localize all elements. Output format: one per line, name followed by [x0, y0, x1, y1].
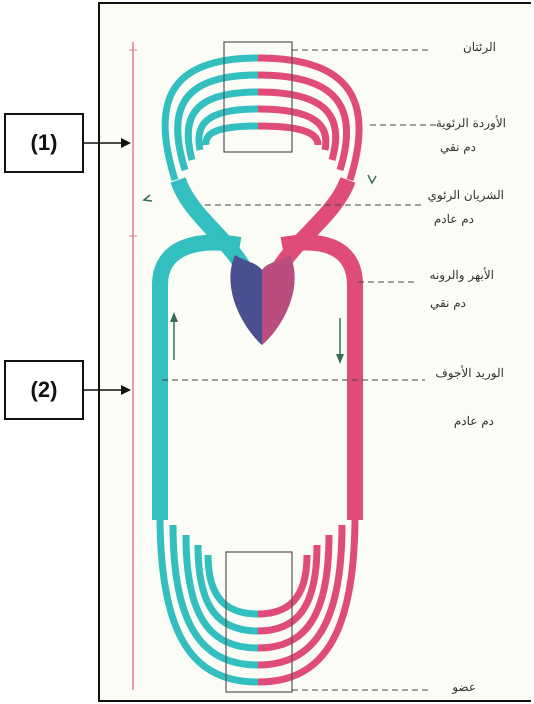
pulmonary-loop-pink — [258, 126, 318, 145]
label-aorta-blood: دم نقي — [430, 296, 466, 310]
label-pulmonary-veins-blood: دم نقي — [440, 140, 476, 154]
flow-arrow-lung-left — [144, 195, 152, 201]
label-organ: عضو — [452, 680, 476, 694]
label-vena-cava-blood: دم عادم — [454, 414, 494, 428]
label-vena-cava: الوريد الأجوف — [435, 366, 504, 380]
callout-2-arrowhead — [121, 385, 131, 395]
label-pulmonary-artery: الشريان الرئوي — [428, 188, 504, 202]
organ-box — [226, 552, 292, 692]
heart-right-half — [262, 255, 295, 345]
vena-cava-loop — [160, 243, 240, 520]
label-pulmonary-veins: الأوردة الرئوية — [436, 116, 506, 130]
callout-1-arrowhead — [121, 138, 131, 148]
pulmonary-loop-cyan — [206, 126, 258, 145]
callout-2-box: (2) — [4, 360, 84, 420]
label-aorta: الأبهر والرونه — [430, 268, 494, 282]
pulmonary-loops — [165, 58, 359, 180]
organ-loops — [160, 515, 355, 682]
flow-arrow-down-head — [336, 354, 344, 364]
label-pulmonary-artery-blood: دم عادم — [434, 212, 474, 226]
label-lungs: الرئتان — [463, 40, 496, 54]
callout-1-box: (1) — [4, 113, 84, 173]
flow-arrow-lung-right — [368, 175, 376, 183]
flow-arrow-up-head — [170, 312, 178, 322]
